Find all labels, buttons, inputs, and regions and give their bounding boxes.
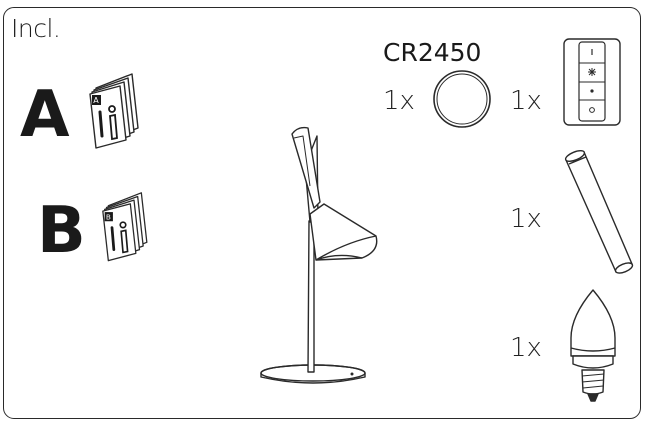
manual-a-letter: A (20, 78, 70, 152)
battery-quantity: 1x (383, 86, 415, 116)
incl-heading: Incl. (11, 14, 61, 43)
svg-text:A: A (93, 96, 99, 105)
light-bulb-icon (570, 289, 616, 402)
remote-quantity: 1x (510, 86, 542, 116)
manual-b-letter: B (37, 194, 86, 268)
lamp-icon (260, 126, 378, 384)
battery-icon (433, 70, 491, 128)
bulb-quantity: 1x (510, 333, 542, 363)
manual-booklet-icon: A (89, 73, 139, 149)
battery-model-label: CR2450 (383, 38, 482, 67)
included-items-frame (3, 7, 641, 419)
stem-quantity: 1x (510, 204, 542, 234)
stem-tube-icon (564, 150, 634, 274)
dimmer-switch-icon (563, 38, 621, 126)
svg-text:B: B (106, 212, 111, 221)
manual-booklet-icon-b: B (102, 192, 148, 262)
